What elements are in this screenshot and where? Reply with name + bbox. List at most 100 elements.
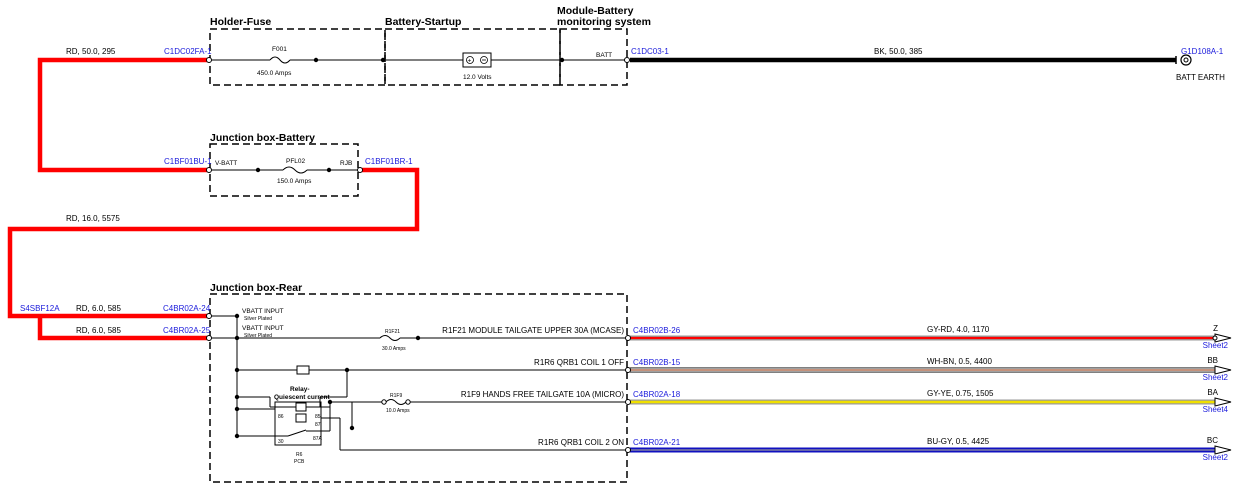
relay-switch-arm <box>287 429 307 437</box>
ref-bc: BC <box>1207 436 1218 445</box>
ref-ba: BA <box>1207 388 1218 397</box>
junction-dot <box>415 335 421 341</box>
label-pfl02: PFL02 <box>286 158 306 165</box>
wire-spec-rd-6-a: RD, 6.0, 585 <box>76 304 121 313</box>
pin-c4br02a25 <box>206 335 212 341</box>
pin-c1bf01bu <box>206 167 212 173</box>
wire-rd-50 <box>37 57 207 173</box>
relay-coil-1 <box>295 402 307 412</box>
pin-c1dc03 <box>624 57 630 63</box>
label-silver-2: Silver Plated <box>244 333 272 339</box>
ref-bb: BB <box>1207 356 1218 365</box>
conn-s4sbf12a: S4SBF12A <box>20 304 60 313</box>
offpage-arrow-ba <box>1214 397 1232 407</box>
offpage-arrow-bb <box>1214 365 1232 375</box>
conn-c1bf01bu: C1BF01BU-1 <box>164 157 212 166</box>
conn-c4br02a24: C4BR02A-24 <box>163 304 211 313</box>
label-pin85: 85 <box>315 414 321 420</box>
wire-rd-6-b <box>37 316 207 341</box>
label-r1f21: R1F21 <box>385 329 400 335</box>
conn-c1dc02fa: C1DC02FA-1 <box>164 47 212 56</box>
conn-c1bf01br: C1BF01BR-1 <box>365 157 413 166</box>
module-battery-title-1: Module-Battery <box>557 5 634 17</box>
junction-dot <box>559 57 565 63</box>
battery-minus-icon <box>480 56 488 64</box>
conn-c4br02b26: C4BR02B-26 <box>633 326 681 335</box>
fuse-f001-symbol <box>269 56 291 64</box>
wire-spec-gy-ye: GY-YE, 0.75, 1505 <box>927 389 994 398</box>
label-pin86: 86 <box>278 414 284 420</box>
conn-c4br02b15: C4BR02B-15 <box>633 358 681 367</box>
label-relay-1: Relay- <box>290 386 310 393</box>
module-battery-title-2: monitoring system <box>557 16 651 28</box>
offpage-arrow-bc <box>1214 445 1232 455</box>
label-r1f9: R1F9 <box>390 393 402 399</box>
fuse-pfl02-symbol <box>282 166 308 174</box>
pin-c1dc02fa <box>206 57 212 63</box>
label-vbatt: V-BATT <box>215 160 237 167</box>
junction-dot <box>380 57 386 63</box>
conn-c4br02a25: C4BR02A-25 <box>163 326 211 335</box>
wire-rd-16 <box>7 167 420 319</box>
pin-out-z <box>1212 335 1218 341</box>
fuse-r1f9-pin-a <box>381 399 387 405</box>
label-pin30: 30 <box>278 439 284 445</box>
circuit-coil1-off: R1R6 QRB1 COIL 1 OFF <box>534 358 624 367</box>
label-pin87: 87 <box>315 422 321 428</box>
wire-spec-rd-50: RD, 50.0, 295 <box>66 47 116 56</box>
circuit-r1f9: R1F9 HANDS FREE TAILGATE 10A (MICRO) <box>461 390 624 399</box>
conn-c1dc03: C1DC03-1 <box>631 47 669 56</box>
label-rjb: RJB <box>340 160 352 167</box>
jb-rear-title: Junction box-Rear <box>210 282 302 294</box>
fuse-r1f9-symbol <box>385 399 407 405</box>
relay-body <box>274 401 322 446</box>
pin-c4br02a24 <box>206 313 212 319</box>
label-batt-pin: BATT <box>596 52 612 59</box>
junction-dot <box>349 425 355 431</box>
label-r6: R6 <box>296 452 303 458</box>
ground-eyelet-inner <box>1183 57 1189 63</box>
label-r1f21-rating: 30.0 Amps <box>382 346 406 352</box>
label-vbatt-input-1: VBATT INPUT <box>242 308 284 315</box>
junction-dot <box>313 57 319 63</box>
sheet-ref-z: Sheet2 <box>1203 341 1229 350</box>
label-relay-2: Quiescent current <box>274 394 330 401</box>
ref-z: Z <box>1213 324 1218 333</box>
label-f001: F001 <box>272 46 287 53</box>
pin-c1bf01br <box>357 167 363 173</box>
plus-glyph: + <box>468 58 472 65</box>
fuse-r1f9-pin-b <box>405 399 411 405</box>
circuit-r1f21: R1F21 MODULE TAILGATE UPPER 30A (MCASE) <box>442 326 624 335</box>
battery-startup-title: Battery-Startup <box>385 16 461 28</box>
fuse-r1f21-symbol <box>379 335 401 341</box>
conn-c4br02a18: C4BR02A-18 <box>633 390 681 399</box>
wire-spec-wh-bn: WH-BN, 0.5, 4400 <box>927 357 992 366</box>
holder-fuse-box <box>209 28 386 86</box>
wire-spec-rd-6-b: RD, 6.0, 585 <box>76 326 121 335</box>
label-batt-earth: BATT EARTH <box>1176 73 1225 82</box>
wire-spec-rd-16: RD, 16.0, 5575 <box>66 214 120 223</box>
relay-coil-2 <box>295 413 307 423</box>
jb-rear-box <box>209 293 628 483</box>
battery-startup-box <box>384 28 561 86</box>
label-vbatt-input-2: VBATT INPUT <box>242 325 284 332</box>
conn-g1d108a: G1D108A-1 <box>1181 47 1224 56</box>
junction-dot <box>255 167 261 173</box>
junction-dot <box>326 167 332 173</box>
label-pin87a: 87A <box>313 436 323 442</box>
pin-c4br02b26 <box>625 335 631 341</box>
pin-c4br02a21 <box>625 447 631 453</box>
diode-resistor-symbol <box>296 365 310 375</box>
junction-dot <box>327 399 333 405</box>
label-batt-voltage: 12.0 Volts <box>463 74 492 81</box>
circuit-coil2-on: R1R6 QRB1 COIL 2 ON <box>538 438 624 447</box>
junction-dot <box>234 313 240 319</box>
pin-c4br02b15 <box>625 367 631 373</box>
sheet-ref-bb: Sheet2 <box>1203 373 1229 382</box>
label-silver-1: Silver Plated <box>244 316 272 322</box>
sheet-ref-bc: Sheet2 <box>1203 453 1229 462</box>
holder-fuse-title: Holder-Fuse <box>210 16 271 28</box>
label-pfl02-rating: 150.0 Amps <box>277 178 312 185</box>
conn-c4br02a21: C4BR02A-21 <box>633 438 681 447</box>
